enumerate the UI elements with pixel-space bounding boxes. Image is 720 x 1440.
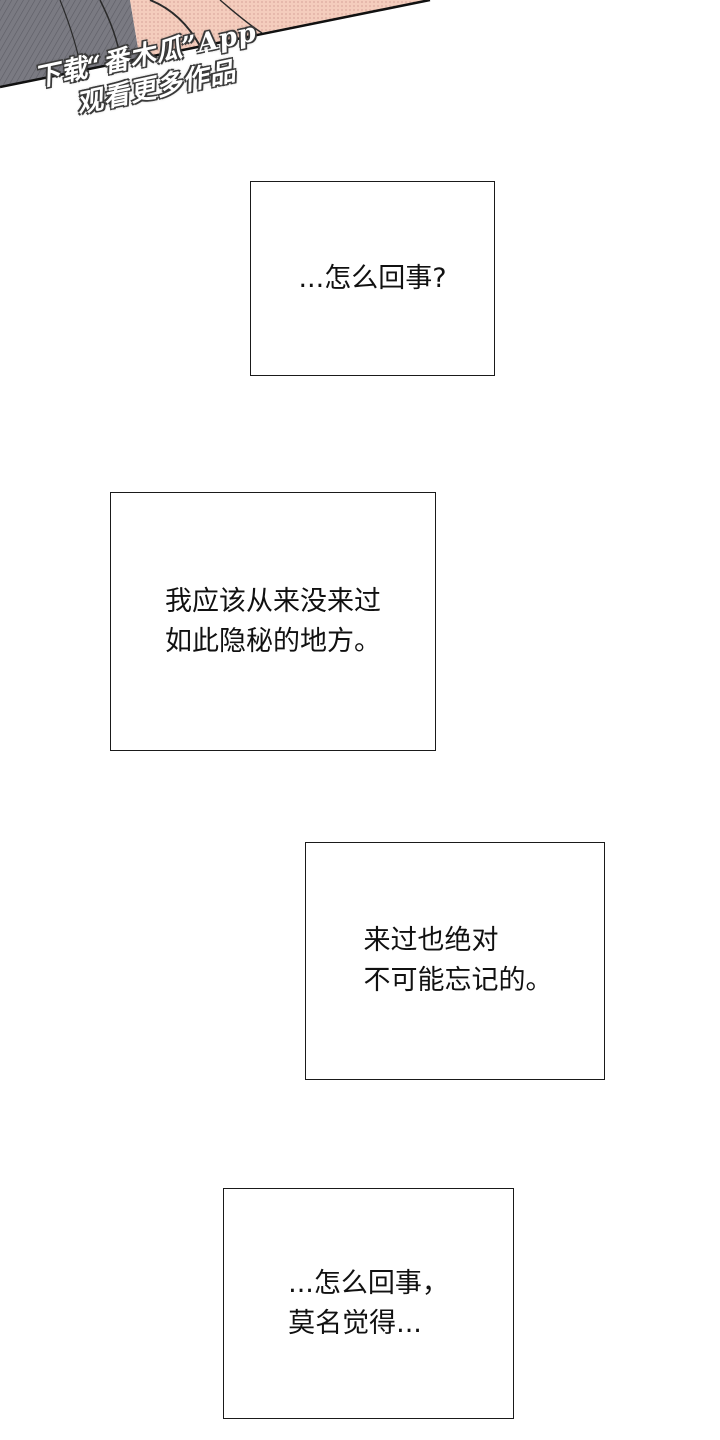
- panel-border-line: [0, 0, 431, 89]
- caption-box-4: ...怎么回事， 莫名觉得...: [223, 1188, 514, 1419]
- caption-box-3: 来过也绝对 不可能忘记的。: [305, 842, 605, 1080]
- caption-text-1: ...怎么回事?: [298, 262, 447, 294]
- caption-text-2: 我应该从来没来过 如此隐秘的地方。: [165, 585, 381, 657]
- caption-box-2: 我应该从来没来过 如此隐秘的地方。: [110, 492, 436, 751]
- comic-panel-illustration: [0, 0, 431, 89]
- caption-box-1: ...怎么回事?: [250, 181, 495, 376]
- caption-text-4: ...怎么回事， 莫名觉得...: [288, 1267, 449, 1339]
- caption-text-3: 来过也绝对 不可能忘记的。: [363, 925, 553, 996]
